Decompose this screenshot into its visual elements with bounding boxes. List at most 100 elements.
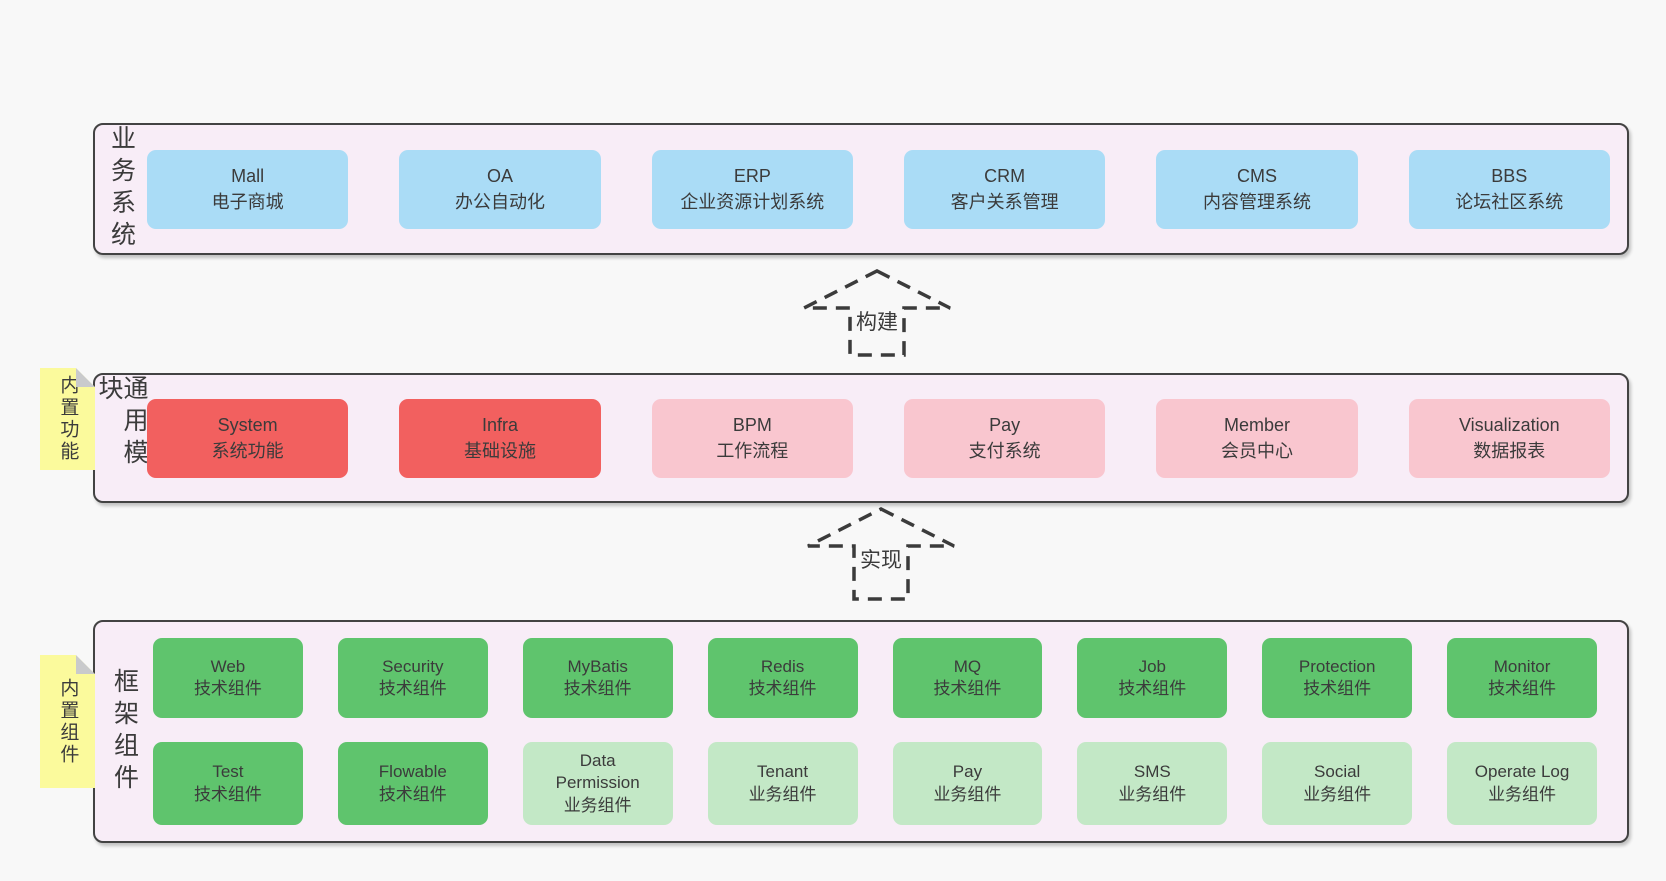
box-title: MQ	[953, 656, 982, 676]
diagram-box: Test 技术组件	[153, 742, 303, 825]
box-subtitle: 技术组件	[1118, 679, 1187, 698]
sticky-label-built-in-components: 内置组件	[57, 677, 79, 766]
diagram-box: Data Permission 业务组件	[522, 742, 673, 825]
box-subtitle: 企业资源计划系统	[680, 192, 825, 212]
diagram-box: Operate Log 业务组件	[1447, 742, 1597, 825]
diagram-box: CMS 内容管理系统	[1156, 149, 1358, 229]
component-row-business: Test 技术组件 Flowable 技术组件 Data Permission …	[153, 742, 1597, 825]
box-title: System	[217, 414, 278, 435]
box-title: Visualization	[1458, 414, 1560, 435]
box-title: Pay	[989, 414, 1021, 435]
component-rows: Web 技术组件 Security 技术组件 MyBatis 技术组件	[153, 638, 1627, 825]
box-subtitle: 电子商城	[211, 192, 284, 212]
diagram-box: Security 技术组件	[337, 638, 488, 718]
band-label-components: 框架组件	[110, 667, 139, 796]
box-subtitle: 工作流程	[716, 441, 789, 461]
band-label-column: 通用模块	[95, 375, 148, 501]
diagram-box: Mall 电子商城	[147, 149, 349, 229]
diagram-box: Social 业务组件	[1262, 742, 1413, 825]
arrow-label-build: 构建	[852, 306, 902, 336]
box-title: Test	[212, 762, 244, 782]
box-title: Tenant	[757, 762, 809, 782]
box-title: Operate Log	[1474, 762, 1570, 782]
box-title: Flowable	[378, 762, 447, 782]
diagram-box: System 系统功能	[147, 398, 349, 478]
diagram-box: Pay 业务组件	[892, 742, 1043, 825]
diagram-box: Job 技术组件	[1077, 638, 1228, 718]
diagram-box: OA 办公自动化	[399, 149, 601, 229]
box-subtitle: 业务组件	[1488, 784, 1557, 804]
dashed-up-arrow-build: 构建	[802, 268, 952, 358]
diagram-box: CRM 客户关系管理	[903, 149, 1106, 229]
box-subtitle: 论坛社区系统	[1455, 192, 1564, 212]
box-subtitle: 技术组件	[1488, 679, 1557, 698]
box-subtitle: 业务组件	[933, 784, 1002, 804]
diagram-box: MQ 技术组件	[892, 638, 1043, 718]
dashed-up-arrow-implement: 实现	[806, 506, 956, 602]
box-title: CMS	[1236, 165, 1277, 186]
box-subtitle: 技术组件	[563, 679, 632, 698]
arrow-label-implement: 实现	[856, 544, 906, 574]
sticky-note-built-in-components: 内置组件	[40, 655, 95, 788]
module-boxes: System 系统功能 Infra 基础设施 BPM 工作流程 Pay 支付系统	[147, 398, 1627, 478]
diagram-box: Visualization 数据报表	[1408, 398, 1610, 478]
diagram-box: Flowable 技术组件	[337, 742, 488, 825]
diagram-box: Redis 技术组件	[707, 638, 858, 718]
diagram-box: Member 会员中心	[1156, 398, 1358, 478]
band-label-business: 业务系统	[107, 125, 136, 253]
band-common-modules: 通用模块 System 系统功能 Infra 基础设施 BPM 工作流程	[93, 373, 1629, 503]
box-subtitle: 技术组件	[378, 784, 447, 804]
box-subtitle: 支付系统	[968, 441, 1041, 461]
box-subtitle: 业务组件	[563, 795, 632, 815]
box-title: Monitor	[1493, 656, 1551, 676]
box-subtitle: 业务组件	[748, 784, 817, 804]
box-title: BBS	[1491, 165, 1528, 186]
up-arrow-outline	[807, 507, 955, 601]
box-subtitle: 技术组件	[193, 679, 262, 698]
box-subtitle: 数据报表	[1473, 441, 1546, 461]
box-title: Protection	[1298, 656, 1376, 676]
box-title: Job	[1138, 656, 1167, 676]
box-title: Infra	[481, 414, 518, 435]
sticky-label-built-in-features: 内置功能	[57, 375, 79, 463]
box-title: Social	[1314, 762, 1361, 782]
diagram-box: MyBatis 技术组件	[522, 638, 673, 718]
box-title: Web	[210, 656, 246, 676]
box-subtitle: 会员中心	[1220, 441, 1293, 461]
diagram-box: ERP 企业资源计划系统	[651, 149, 853, 229]
box-title: CRM	[984, 165, 1026, 186]
box-subtitle: 办公自动化	[454, 192, 545, 212]
diagram-box: BBS 论坛社区系统	[1408, 149, 1610, 229]
box-title: ERP	[733, 165, 771, 186]
band-framework-components: 框架组件 Web 技术组件 Security 技术组件 MyBati	[93, 620, 1629, 843]
box-subtitle: 内容管理系统	[1202, 192, 1311, 212]
box-title: Security	[382, 656, 444, 676]
box-title: Mall	[231, 165, 265, 186]
diagram-box: Protection 技术组件	[1262, 638, 1413, 718]
diagram-box: BPM 工作流程	[651, 398, 853, 478]
box-title: OA	[486, 165, 513, 186]
band-label-modules: 通用模块	[95, 375, 148, 471]
box-subtitle: 客户关系管理	[950, 192, 1059, 212]
diagram-box: Monitor 技术组件	[1447, 638, 1597, 718]
sticky-note-built-in-features: 内置功能	[40, 368, 95, 470]
diagram-box: Web 技术组件	[153, 638, 303, 718]
box-subtitle: 技术组件	[193, 784, 262, 804]
band-label-column: 业务系统	[95, 125, 147, 253]
box-subtitle: 业务组件	[1118, 784, 1187, 804]
box-title: SMS	[1133, 762, 1171, 782]
diagram-box: Tenant 业务组件	[707, 742, 858, 825]
box-subtitle: 技术组件	[748, 679, 817, 698]
box-title: Redis	[760, 656, 805, 676]
box-title: BPM	[732, 414, 772, 435]
diagram-box: Infra 基础设施	[399, 398, 601, 478]
box-subtitle: 基础设施	[463, 441, 536, 461]
box-subtitle: 业务组件	[1303, 784, 1372, 804]
box-title: Data Permission	[555, 751, 640, 793]
band-label-column: 框架组件	[95, 622, 153, 841]
box-subtitle: 技术组件	[378, 679, 447, 698]
box-title: Member	[1223, 414, 1290, 435]
up-arrow-icon	[807, 507, 955, 601]
diagram-box: Pay 支付系统	[903, 398, 1106, 478]
